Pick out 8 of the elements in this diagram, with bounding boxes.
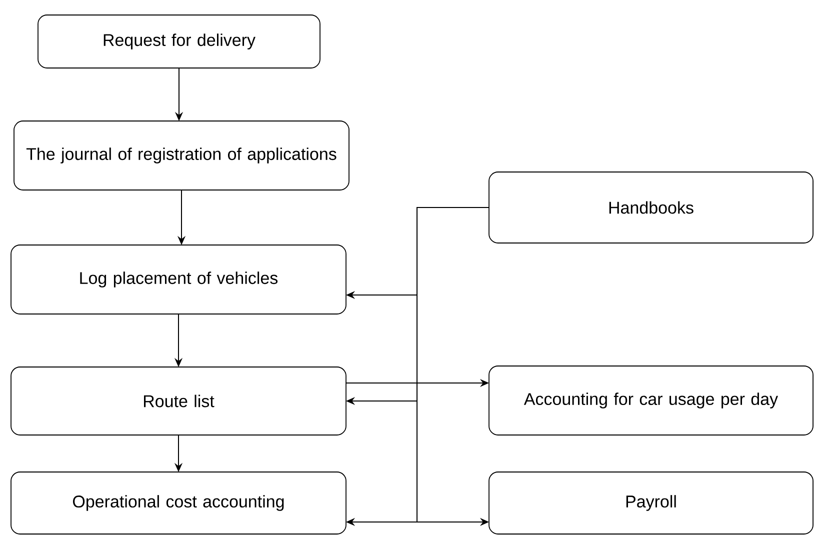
process-box: Accounting for car usage per day [488,366,814,436]
process-box: Payroll [488,472,814,534]
process-box: Handbooks [488,172,814,244]
process-box: Request for delivery [38,14,320,68]
process-box: Operational cost accounting [10,472,346,534]
process-box: Route list [10,366,346,436]
process-box: The journal of registration of applications [14,120,350,190]
process-box: Log placement of vehicles [10,244,346,314]
